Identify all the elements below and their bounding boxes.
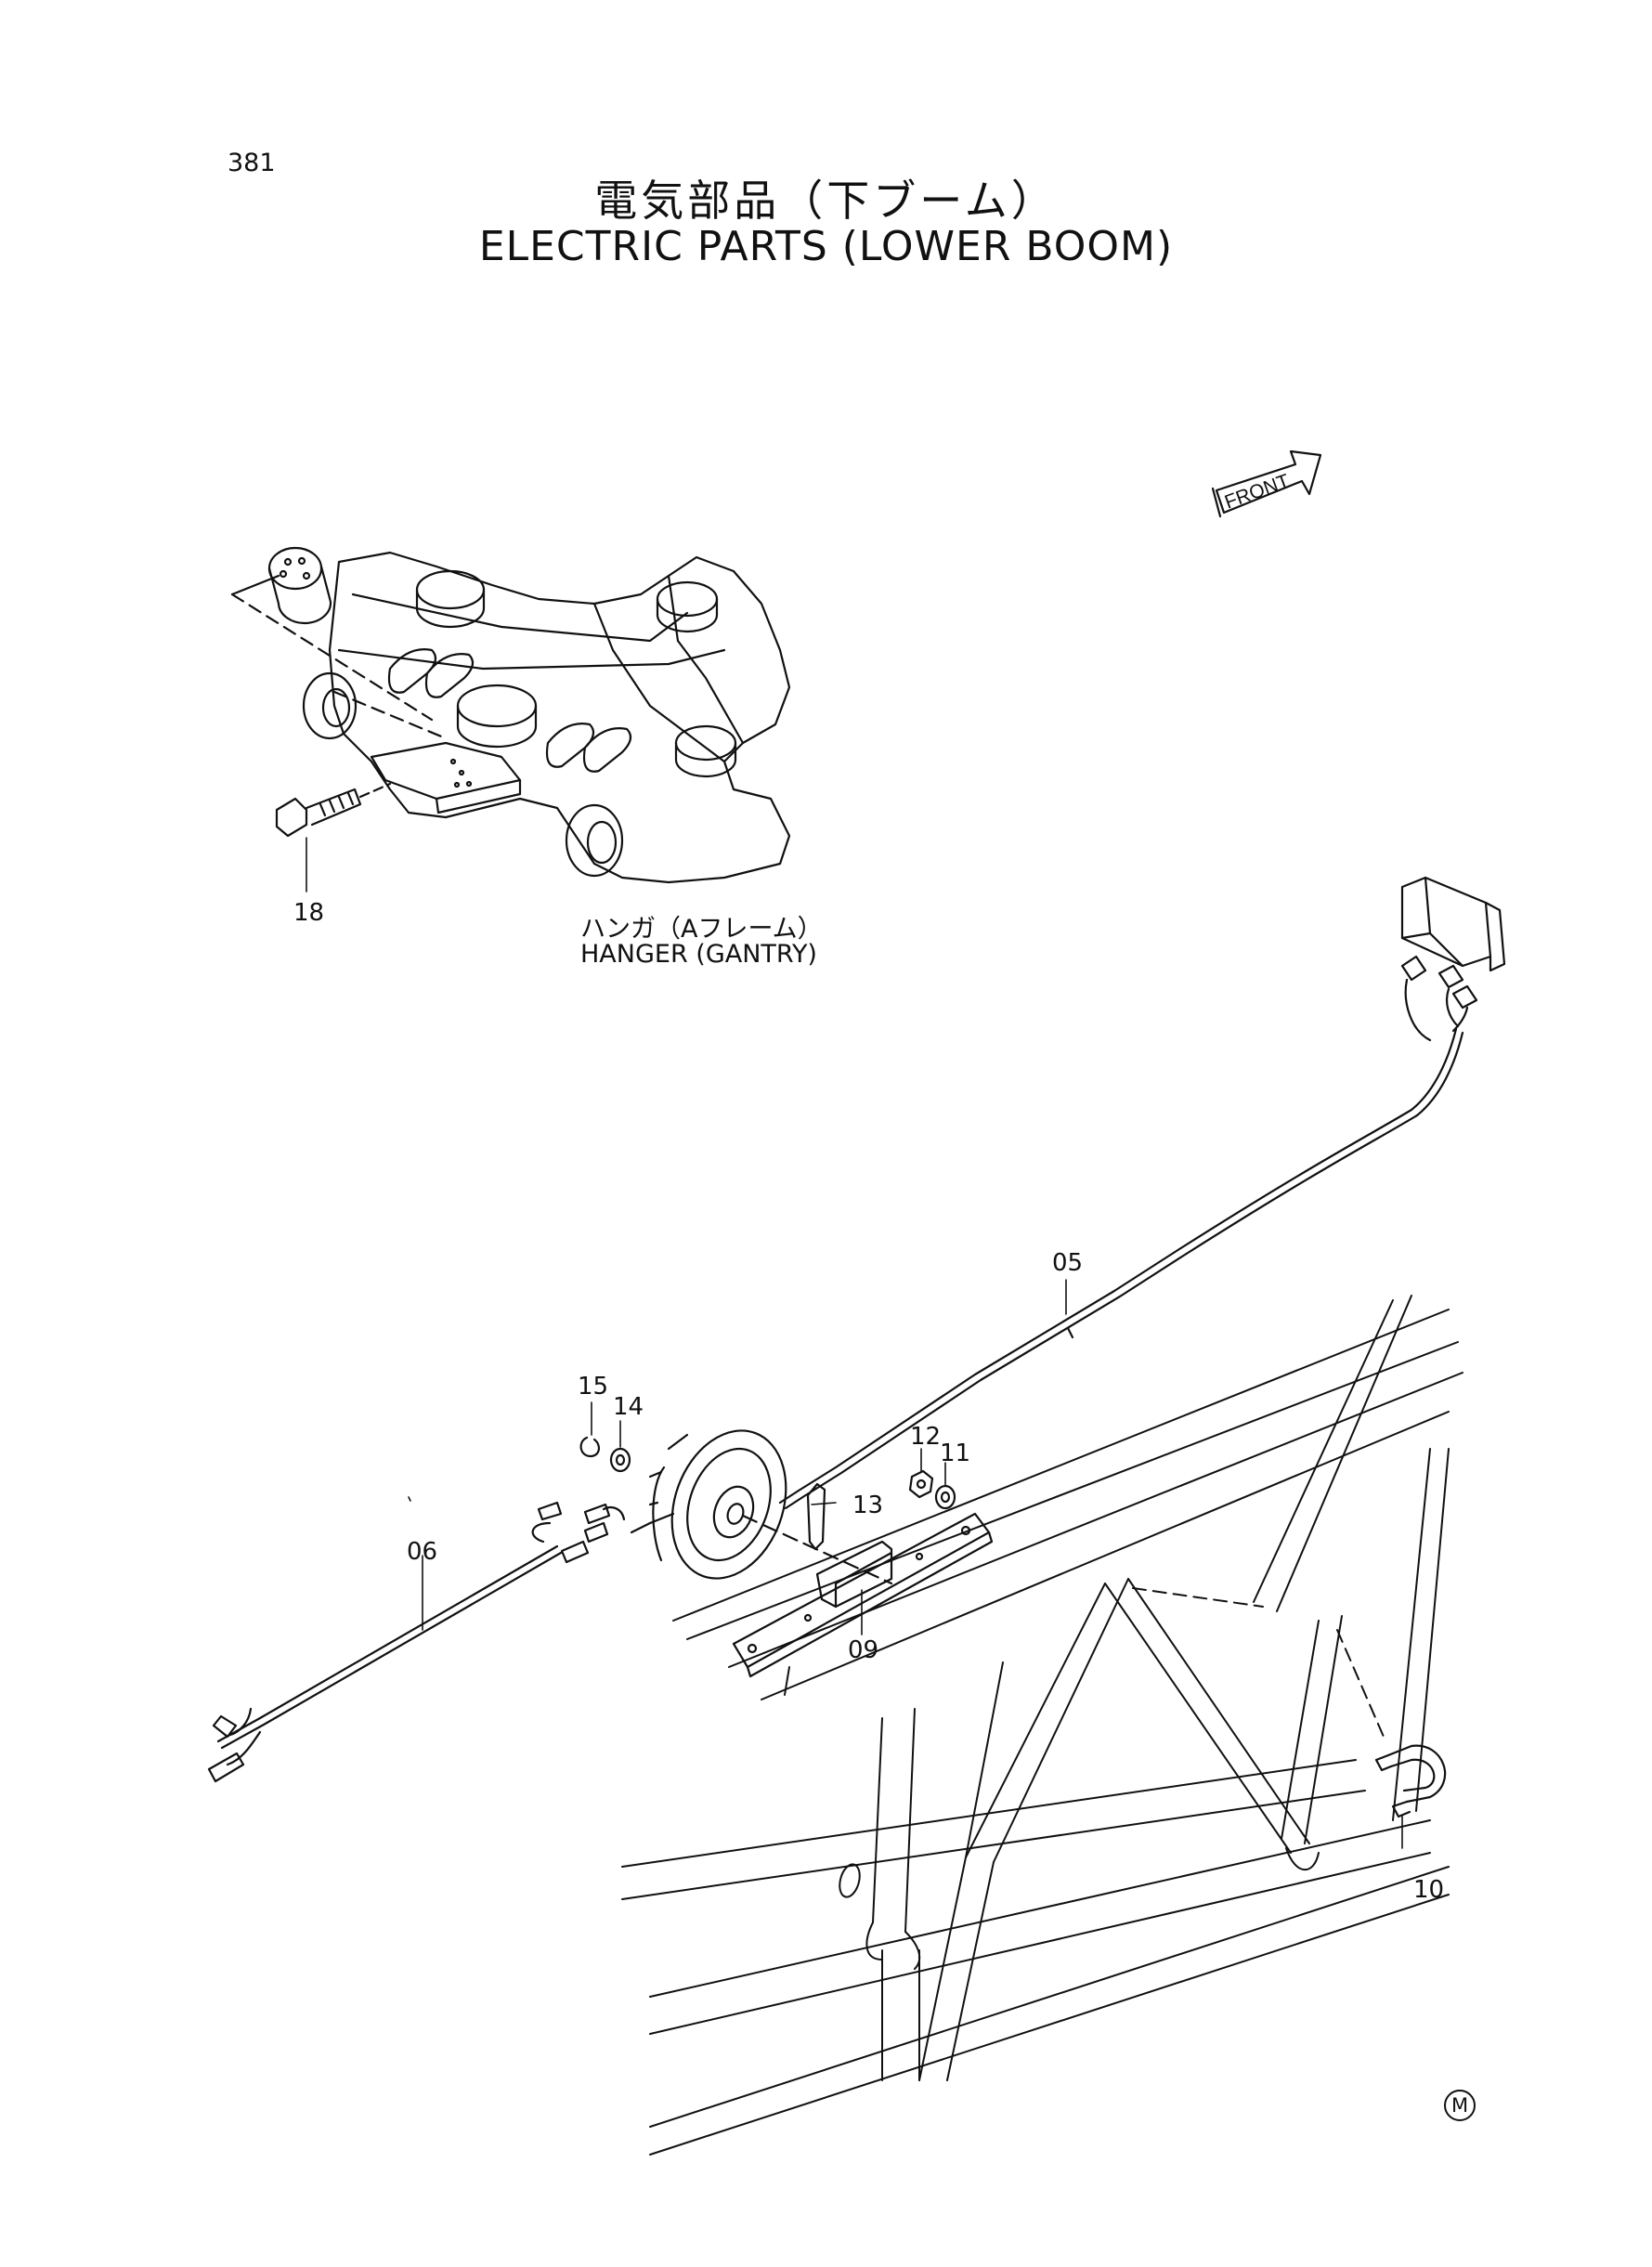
junction-box	[1402, 878, 1504, 1040]
lower-boom-frame	[622, 1296, 1463, 2155]
ubolt-10	[1376, 1746, 1445, 1848]
bolt-13	[808, 1484, 836, 1549]
callout-14: 14	[613, 1393, 644, 1421]
callout-13: 13	[852, 1492, 884, 1519]
m-mark-symbol: M	[1444, 2090, 1476, 2121]
callout-10: 10	[1413, 1876, 1445, 1904]
hanger-label-japanese: ハンガ（Aフレーム）	[580, 915, 823, 944]
cable-05	[780, 1029, 1463, 1508]
front-arrow-icon: FRONT	[1213, 451, 1320, 516]
title-japanese: 電気部品（下ブーム）	[594, 176, 1058, 226]
title-english: ELECTRIC PARTS (LOWER BOOM)	[478, 223, 1174, 270]
page-number: 381	[228, 149, 276, 177]
callout-11: 11	[940, 1440, 971, 1467]
callout-15: 15	[578, 1373, 609, 1401]
bracket-09	[734, 1514, 992, 1676]
bolt-18	[277, 784, 390, 892]
hanger-assembly	[232, 548, 789, 882]
callout-09: 09	[848, 1636, 879, 1664]
lockwasher-15	[581, 1402, 599, 1456]
cable-06	[209, 1497, 673, 1781]
callout-18: 18	[293, 899, 325, 927]
washer-11	[936, 1463, 955, 1508]
washer-14	[611, 1421, 630, 1471]
callout-05: 05	[1052, 1249, 1084, 1277]
horn-speaker	[650, 1414, 891, 1595]
callout-12: 12	[910, 1423, 942, 1451]
callout-06: 06	[407, 1538, 438, 1566]
nut-12	[910, 1449, 932, 1497]
hanger-label-english: HANGER (GANTRY)	[580, 940, 817, 969]
